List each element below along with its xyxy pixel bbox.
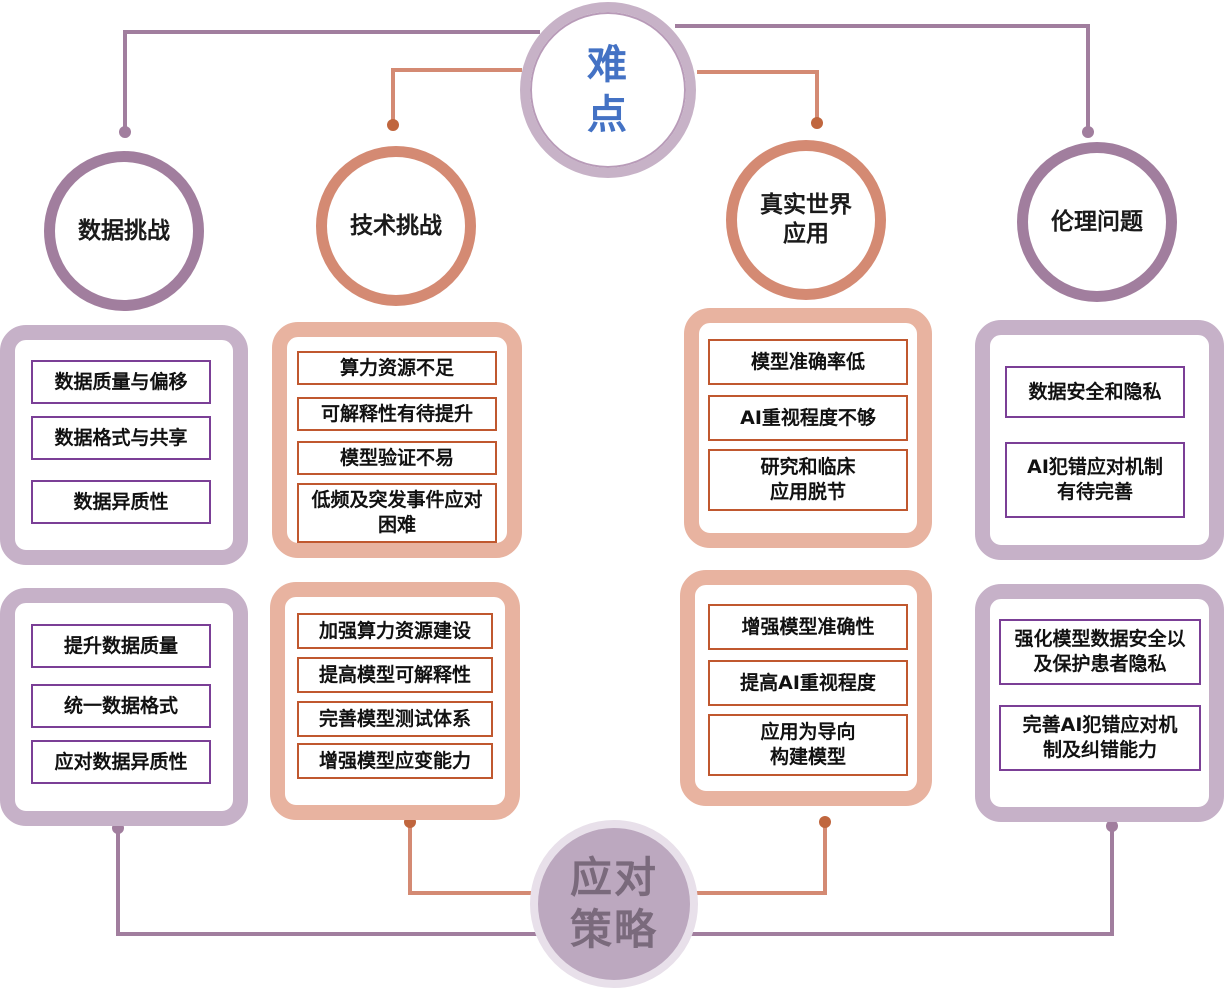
difficulty-item: AI犯错应对机制有待完善 [1005,442,1185,518]
strategy-item: 强化模型数据安全以及保护患者隐私 [999,619,1201,685]
strategy-item: 提高AI重视程度 [708,660,908,706]
hub-difficulties: 难 点 [520,2,696,178]
strategy-item: 加强算力资源建设 [297,613,493,649]
strategy-item: 增强模型准确性 [708,604,908,650]
category-label: 数据挑战 [78,217,170,244]
hub-strategies-line1: 应对 [569,852,658,902]
strategy-item: 应对数据异质性 [31,740,211,784]
connector-top-right-outer [675,24,1090,132]
category-tech-challenge: 技术挑战 [316,146,476,306]
hub-strategies: 应对 策略 [530,820,698,988]
category-label-line2: 应用 [783,221,829,247]
difficulty-item: AI重视程度不够 [708,395,908,441]
connector-dot [819,816,831,828]
connector-dot [1106,820,1118,832]
connector-top-left-outer [123,30,540,132]
connector-dot [119,126,131,138]
difficulty-item: 数据格式与共享 [31,416,211,460]
strategy-panel-ethics: 强化模型数据安全以及保护患者隐私 完善AI犯错应对机制及纠错能力 [975,584,1224,822]
difficulty-item: 数据安全和隐私 [1005,366,1185,418]
category-label: 伦理问题 [1051,208,1143,235]
difficulty-panel-realworld: 模型准确率低 AI重视程度不够 研究和临床应用脱节 [684,308,932,548]
strategy-panel-tech: 加强算力资源建设 提高模型可解释性 完善模型测试体系 增强模型应变能力 [270,582,520,820]
connector-bottom-left-outer [116,828,540,936]
hub-difficulties-line2: 点 [587,92,629,138]
difficulty-panel-tech: 算力资源不足 可解释性有待提升 模型验证不易 低频及突发事件应对困难 [272,322,522,558]
difficulty-item: 算力资源不足 [297,351,497,385]
connector-bottom-right-inner [690,822,827,895]
strategy-item: 应用为导向构建模型 [708,714,908,776]
hub-difficulties-line1: 难 [587,42,629,88]
strategy-panel-realworld: 增强模型准确性 提高AI重视程度 应用为导向构建模型 [680,570,932,806]
category-data-challenge: 数据挑战 [44,151,204,311]
strategy-item: 完善模型测试体系 [297,701,493,737]
connector-dot [811,117,823,129]
category-label-line1: 真实世界 [760,192,852,219]
strategy-item: 提升数据质量 [31,624,211,668]
difficulty-item: 模型准确率低 [708,339,908,385]
category-ethics: 伦理问题 [1017,142,1177,302]
strategy-item: 提高模型可解释性 [297,657,493,693]
category-real-world: 真实世界 应用 [726,140,886,300]
strategy-item: 完善AI犯错应对机制及纠错能力 [999,705,1201,771]
difficulty-item: 低频及突发事件应对困难 [297,483,497,543]
difficulty-item: 可解释性有待提升 [297,397,497,431]
connector-bottom-left-inner [408,822,540,895]
connector-dot [387,119,399,131]
difficulty-panel-data: 数据质量与偏移 数据格式与共享 数据异质性 [0,325,248,565]
difficulty-item: 模型验证不易 [297,441,497,475]
strategy-panel-data: 提升数据质量 统一数据格式 应对数据异质性 [0,588,248,826]
connector-dot [1082,126,1094,138]
connector-bottom-right-outer [680,826,1114,936]
connector-top-right-inner [697,70,819,123]
connector-top-left-inner [391,68,522,125]
strategy-item: 统一数据格式 [31,684,211,728]
difficulty-item: 数据质量与偏移 [31,360,211,404]
hub-strategies-line2: 策略 [569,905,658,954]
strategy-item: 增强模型应变能力 [297,743,493,779]
difficulty-item: 研究和临床应用脱节 [708,449,908,511]
difficulty-panel-ethics: 数据安全和隐私 AI犯错应对机制有待完善 [975,320,1224,560]
difficulty-item: 数据异质性 [31,480,211,524]
category-label: 技术挑战 [350,212,442,239]
